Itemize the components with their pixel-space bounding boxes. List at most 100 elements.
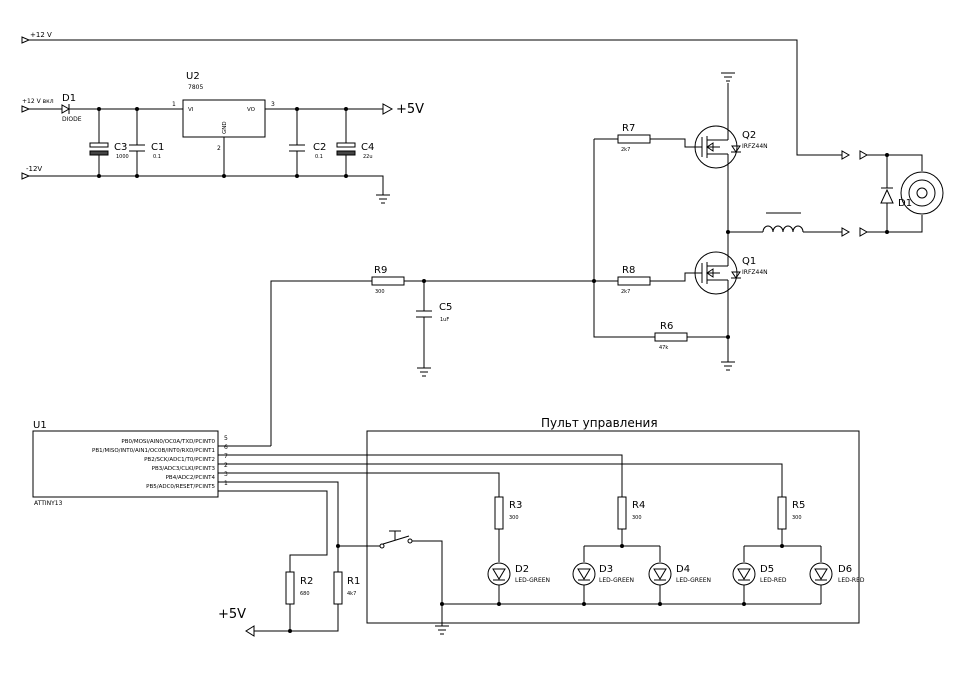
connector-arrow-icon [841,150,851,160]
ground-icon [376,194,390,204]
net-port-arrow-icon [21,36,31,44]
part-value: LED-GREEN [599,577,634,584]
part-ref: C5 [439,302,452,313]
panel-title: Пульт управления [541,416,658,430]
part-ref: Q2 [742,130,756,141]
mcu-pin-label: PB5/ADC0/RESET/PCINT5 [146,484,215,490]
part-value: 2k7 [621,289,630,295]
mcu-u1: U1 ATTINY13 PB0/MOSI/AIN0/OC0A/TXD/PCINT… [32,420,228,507]
net-label-12v: +12 V [30,31,52,39]
resistor-r6: R6 47k [593,281,728,351]
net-port-arrow-icon [382,103,394,115]
part-ref: R6 [660,321,673,332]
part-ref: D5 [760,564,774,575]
ground-icon [435,625,449,635]
part-value: LED-GREEN [515,577,550,584]
capacitor-c3: C3 1000 [89,109,129,176]
part-value: 0.1 [315,154,323,160]
part-ref: C3 [114,142,127,153]
diode-d1: D1 DIODE [61,93,82,123]
part-ref: R5 [792,500,805,511]
part-ref: U2 [186,71,200,82]
part-value: 22u [363,154,373,160]
mosfet-q1: Q1 IRFZ44N [694,251,768,295]
regulator-u2: U2 7805 VI VO GND 1 2 3 [172,71,275,152]
part-ref: C4 [361,142,374,153]
power-supply: +12 V вкл D1 DIODE C3 1000 C1 0.1 [21,71,424,204]
net-port-arrow-icon [21,172,31,180]
part-ref: R7 [622,123,635,134]
part-ref: C1 [151,142,164,153]
pin-number: 1 [172,101,176,108]
part-value: 1000 [116,154,129,160]
inductor-coil [728,212,842,233]
control-panel: Пульт управления R3 300 D2 LED-GREEN [336,416,865,635]
part-value: 2k7 [621,147,630,153]
pin-vi: VI [188,107,194,113]
lamp-output: D1 [841,150,944,237]
part-value: IRFZ44N [742,143,768,150]
mcu-pin-label: PB2/SCK/ADC1/T0/PCINT2 [144,457,215,463]
connector-arrow-icon [859,150,869,160]
push-button-switch [336,530,443,604]
ground-icon [721,72,735,82]
mcu-pin-number: 5 [224,435,228,442]
part-value: 300 [632,515,642,521]
resistor-r5: R5 300 [743,496,822,562]
part-ref: D6 [838,564,852,575]
mcu-pin-number: 1 [224,480,228,487]
part-ref: D2 [515,564,529,575]
led-d3: D3 LED-GREEN [572,562,634,604]
part-ref: R1 [347,576,360,587]
resistor-r9: R9 300 [270,265,594,446]
mcu-pin-label: PB1/MISO/INT0/AIN1/OC0B/INT0/RXD/PCINT1 [92,448,215,454]
part-value: ATTINY13 [34,500,63,507]
part-ref: D1 [62,93,76,104]
part-value: LED-RED [838,577,865,584]
part-value: 300 [509,515,519,521]
net-label-5v-bottom: +5V [218,607,246,622]
part-ref: R2 [300,576,313,587]
pin-vo: VO [247,107,256,113]
led-d4: D4 LED-GREEN [648,562,711,604]
net-label-12v-neg: -12V [26,165,42,173]
mcu-wiring [218,445,783,572]
mcu-pin-label: PB3/ADC3/CLKI/PCINT3 [152,466,216,472]
part-value: 7805 [188,84,203,91]
capacitor-c1: C1 0.1 [129,109,164,176]
pin-number: 3 [271,101,275,108]
mcu-pin-number: 7 [224,453,228,460]
mcu-pin-label: PB4/ADC2/PCINT4 [166,475,216,481]
net-port-arrow-icon [21,105,31,113]
part-value: 0.1 [153,154,161,160]
net-12v-rail: +12 V [21,31,842,156]
resistor-r1: R1 4k7 [333,571,360,605]
part-value: 300 [792,515,802,521]
led-d6: D6 LED-RED [809,562,865,604]
part-value: LED-GREEN [676,577,711,584]
pin-number: 2 [217,145,221,152]
part-ref: U1 [33,420,47,431]
part-value: IRFZ44N [742,269,768,276]
resistor-r4: R4 300 [583,496,661,562]
net-label-12v-on: +12 V вкл [22,98,54,105]
pin-gnd: GND [222,121,228,134]
connector-arrow-icon [841,227,851,237]
part-ref: Q1 [742,256,756,267]
capacitor-c5: C5 1uF [416,281,452,368]
part-value: 300 [375,289,385,295]
part-ref: D4 [676,564,690,575]
mosfet-q2: Q2 IRFZ44N [694,125,768,169]
capacitor-c4: C4 22u [336,109,374,176]
part-value: LED-RED [760,577,787,584]
led-d2: D2 LED-GREEN [487,562,550,604]
mcu-pin-number: 2 [224,462,228,469]
part-ref: R3 [509,500,522,511]
resistor-r7: R7 2k7 [594,123,702,153]
part-value: DIODE [62,116,82,123]
led-d5: D5 LED-RED [732,562,787,604]
capacitor-c2: C2 0.1 [289,109,326,176]
part-ref: D3 [599,564,613,575]
connector-arrow-icon [859,227,869,237]
